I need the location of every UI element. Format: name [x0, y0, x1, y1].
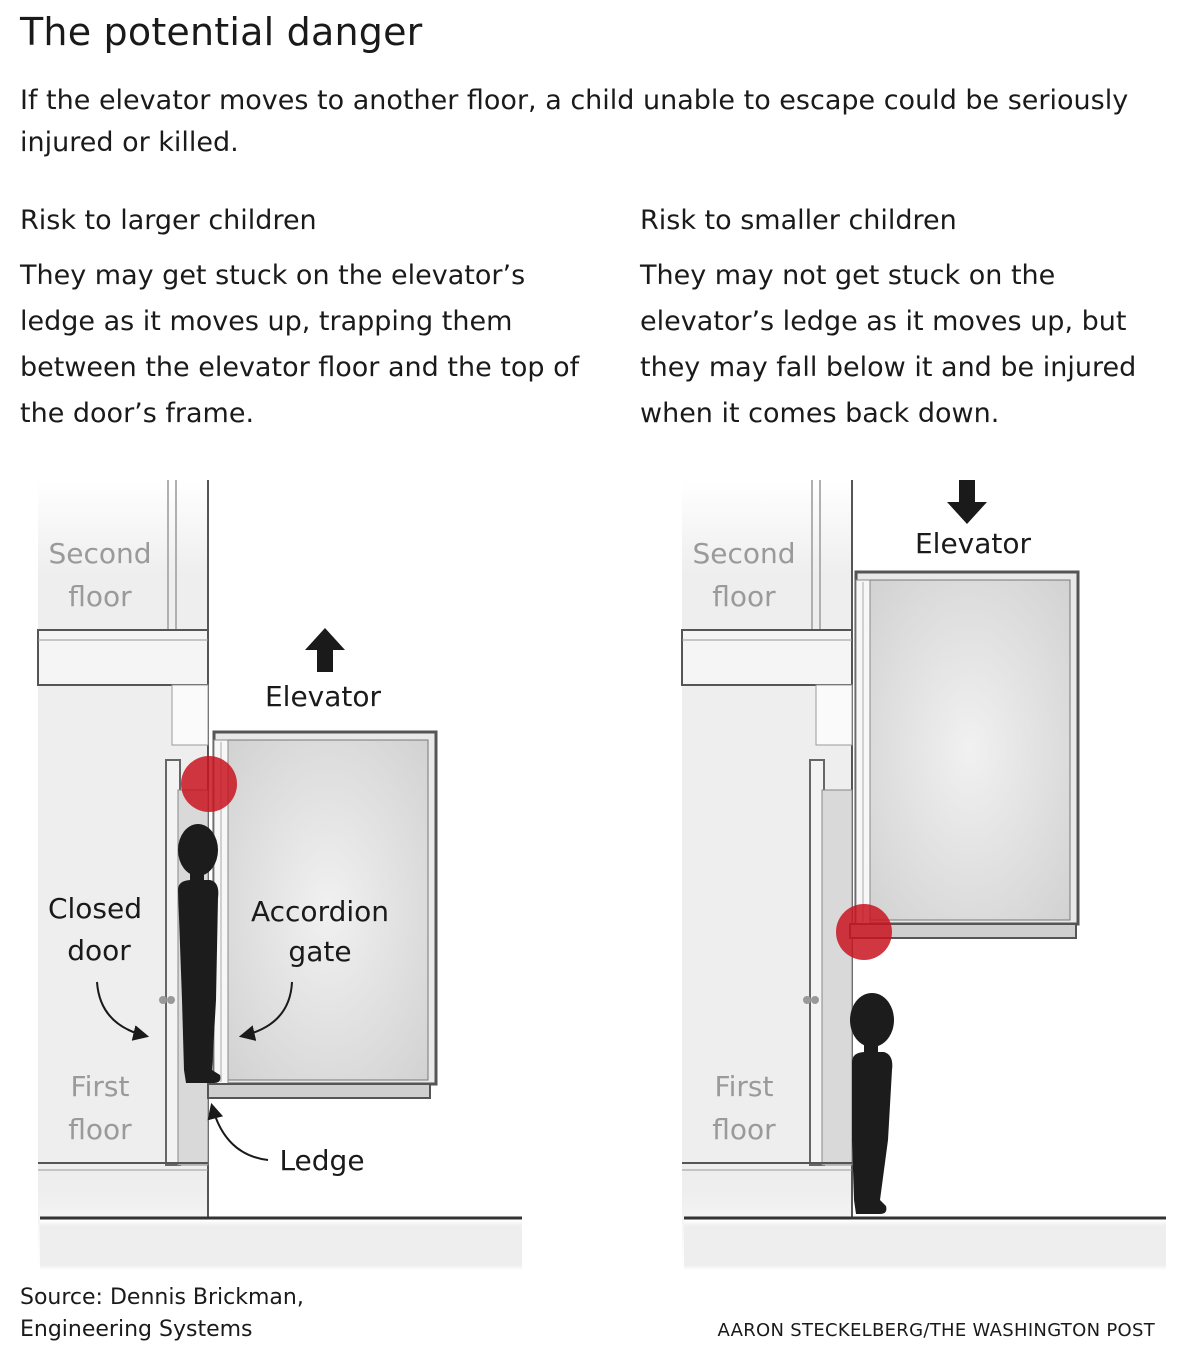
elevator-diagram: Second floor Elevator Closed door Accord… [37, 480, 1166, 1270]
left-label-first-floor-2: floor [68, 1113, 132, 1146]
right-label-elevator: Elevator [915, 527, 1032, 560]
credit-line: AARON STECKELBERG/THE WASHINGTON POST [717, 1320, 1155, 1341]
source-note: Source: Dennis Brickman, Engineering Sys… [20, 1282, 304, 1346]
source-line-1: Source: Dennis Brickman, [20, 1285, 304, 1310]
right-label-second-floor-1: Second [692, 537, 795, 570]
left-floor-slab [37, 629, 209, 686]
right-label-first-floor-2: floor [712, 1113, 776, 1146]
left-up-arrow-icon [305, 628, 345, 672]
left-danger-marker [181, 756, 237, 812]
left-child-silhouette [178, 824, 221, 1083]
right-panel-heading: Risk to smaller children [640, 205, 957, 236]
right-diagram: Second floor Elevator First floor [681, 480, 1166, 1270]
right-child-silhouette [850, 993, 894, 1214]
page-subtitle: If the elevator moves to another floor, … [20, 85, 1129, 158]
right-panel-body: They may not get stuck on the elevator’s… [640, 260, 1137, 429]
left-pointer-ledge [207, 1102, 269, 1161]
left-label-accordion-gate-1: Accordion [251, 895, 389, 928]
source-line-2: Engineering Systems [20, 1317, 253, 1342]
left-panel-body: They may get stuck on the elevator’s led… [20, 260, 580, 429]
left-label-closed-door-1: Closed [48, 892, 142, 925]
right-danger-marker [836, 904, 892, 960]
right-floor-slab [681, 629, 853, 686]
left-panel-heading: Risk to larger children [20, 205, 317, 236]
left-ledge [207, 1083, 431, 1099]
left-pointer-gate [238, 981, 293, 1041]
left-label-second-floor-2: floor [68, 580, 132, 613]
left-label-elevator: Elevator [265, 680, 382, 713]
page-title: The potential danger [20, 10, 423, 54]
left-label-closed-door-2: door [67, 934, 131, 967]
left-diagram: Second floor Elevator Closed door Accord… [37, 480, 522, 1270]
right-label-second-floor-2: floor [712, 580, 776, 613]
left-pointer-door [96, 981, 150, 1041]
right-down-arrow-icon [947, 480, 987, 524]
left-label-first-floor-1: First [71, 1070, 130, 1103]
left-label-accordion-gate-2: gate [288, 935, 351, 968]
right-label-first-floor-1: First [715, 1070, 774, 1103]
left-label-second-floor-1: Second [48, 537, 151, 570]
left-label-ledge: Ledge [279, 1144, 364, 1177]
